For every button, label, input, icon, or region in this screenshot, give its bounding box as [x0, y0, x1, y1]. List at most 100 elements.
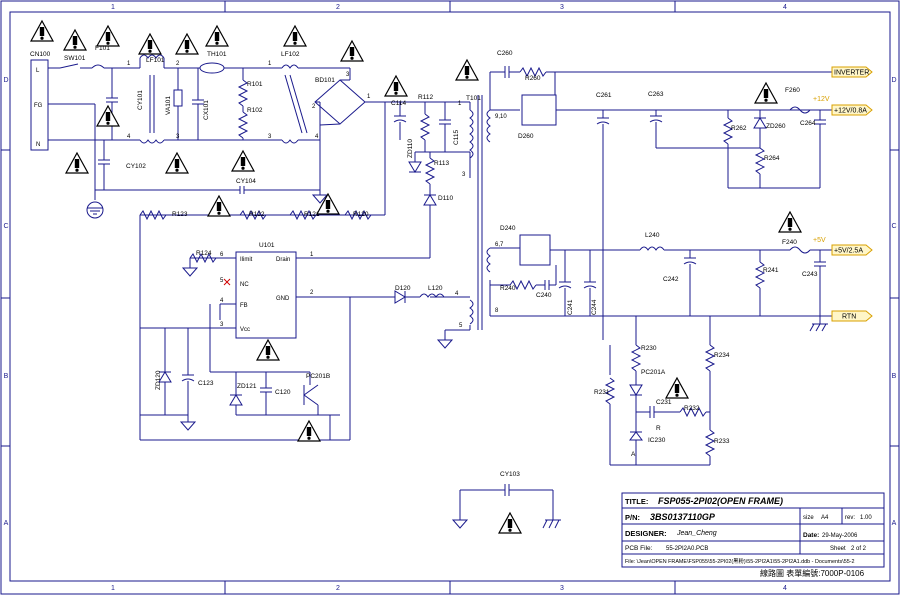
label-lf102: LF102 [281, 51, 300, 58]
pin-t-5: 5 [459, 323, 463, 329]
label-l240: L240 [645, 232, 660, 239]
row-label-a-r: A [892, 520, 897, 527]
label-c264: C264 [800, 120, 816, 127]
warning-icon [498, 512, 522, 534]
frame-labels: 1 2 3 4 1 2 3 4 D C B A D C B A [3, 4, 896, 592]
node-1: 1 [127, 61, 131, 67]
pin-vcc: Vcc [240, 327, 250, 333]
pin-num-3: 3 [220, 322, 224, 328]
pin-num-1: 1 [310, 252, 314, 258]
label-zd260: ZD260 [766, 123, 786, 130]
label-r123: R123 [172, 211, 188, 218]
nc-cross [223, 278, 231, 286]
net-flag-12v [831, 104, 873, 116]
label-f260: F260 [785, 87, 800, 94]
title-value: FSP055-2PI02(OPEN FRAME) [658, 496, 783, 506]
label-ic230: IC230 [648, 437, 666, 444]
wires [30, 54, 832, 520]
pin-num-2: 2 [310, 290, 314, 296]
label-f101: F101 [95, 45, 110, 52]
row-label-b: B [4, 373, 9, 380]
label-ic-a: A [631, 451, 636, 458]
rev-value: 1.00 [860, 515, 872, 521]
net-flag-5v [831, 244, 873, 256]
node-2b: 2 [312, 104, 316, 110]
row-label-b-r: B [892, 373, 897, 380]
col-label-4b: 4 [783, 585, 787, 592]
node-3c: 3 [346, 72, 350, 78]
sheet-value: 2 of 2 [851, 546, 867, 552]
warning-icon [297, 420, 321, 442]
col-label-3b: 3 [560, 585, 564, 592]
net-flag-inverter [831, 66, 873, 78]
warning-icon [256, 339, 280, 361]
row-label-c-r: C [891, 223, 896, 230]
net-12v: +12V/0.8A [834, 108, 867, 115]
pin-gnd: GND [276, 296, 290, 302]
warning-icon [778, 211, 802, 233]
warning-icon [665, 377, 689, 399]
label-r232: R232 [684, 405, 700, 412]
label-c240: C240 [536, 292, 552, 299]
label-th101: TH101 [207, 51, 227, 58]
label-r240: R240 [500, 285, 516, 292]
net-rtn: RTN [842, 314, 856, 321]
label-r124: R124 [196, 250, 212, 257]
pcb-value: 55-2PI2A0.PCB [666, 546, 708, 552]
connector-cn100 [30, 59, 49, 151]
label-r241: R241 [763, 267, 779, 274]
file-path: File: \Jean\OPEN FRAME\FSP055\55-2PI02(黑… [625, 557, 855, 565]
size-label: size [803, 515, 814, 521]
sheet-label: Sheet [830, 546, 846, 552]
label-cy103: CY103 [500, 471, 520, 478]
label-r260: R260 [525, 75, 541, 82]
label-r122: R122 [249, 211, 265, 218]
node-3: 3 [176, 134, 180, 140]
warning-icon [30, 20, 54, 42]
label-r113: R113 [434, 160, 449, 167]
label-ic-r: R [656, 425, 661, 432]
label-d240: D240 [500, 225, 516, 232]
label-c120: C120 [275, 389, 291, 396]
pin-drain: Drain [276, 257, 290, 263]
node-4b: 4 [315, 134, 319, 140]
net-12v-short: +12V [813, 96, 830, 103]
warning-icon [316, 193, 340, 215]
col-label-4: 4 [783, 4, 787, 11]
pin-labels: L FG N Ilimit Drain NC FB GND Vcc 6 5 4 … [34, 61, 507, 333]
label-r102: R102 [247, 107, 263, 114]
label-cn100: CN100 [30, 51, 51, 58]
label-sw101: SW101 [64, 55, 86, 62]
label-r231: R231 [594, 389, 610, 396]
pin-fg: FG [34, 103, 43, 109]
label-c244: C244 [591, 299, 598, 315]
row-label-d-r: D [891, 77, 896, 84]
label-r264: R264 [764, 155, 780, 162]
label-c242: C242 [663, 276, 679, 283]
pin-fb: FB [240, 303, 248, 309]
title-label: TITLE: [625, 497, 648, 506]
node-4: 4 [127, 134, 131, 140]
node-1c: 1 [367, 94, 371, 100]
net-5v: +5V/2.5A [834, 248, 863, 255]
ground-symbols [86, 194, 828, 529]
size-value: A4 [821, 515, 829, 521]
label-r233: R233 [714, 438, 730, 445]
warning-icon [754, 82, 778, 104]
label-d110: D110 [438, 195, 453, 202]
warning-markers [30, 20, 802, 534]
label-c115: C115 [453, 130, 460, 145]
row-label-c: C [3, 223, 8, 230]
warning-icon [205, 25, 229, 47]
date-value: 29-May-2006 [822, 533, 858, 539]
label-zd120: ZD120 [155, 370, 162, 390]
label-d120: D120 [395, 285, 411, 292]
label-u101: U101 [259, 242, 275, 249]
label-c123: C123 [198, 380, 214, 387]
label-cy102: CY102 [126, 163, 146, 170]
label-c114: C114 [391, 100, 406, 107]
pin-num-6: 6 [220, 252, 224, 258]
rev-label: rev: [845, 515, 855, 521]
pcb-label: PCB File: [625, 545, 653, 552]
warning-icon [340, 40, 364, 62]
